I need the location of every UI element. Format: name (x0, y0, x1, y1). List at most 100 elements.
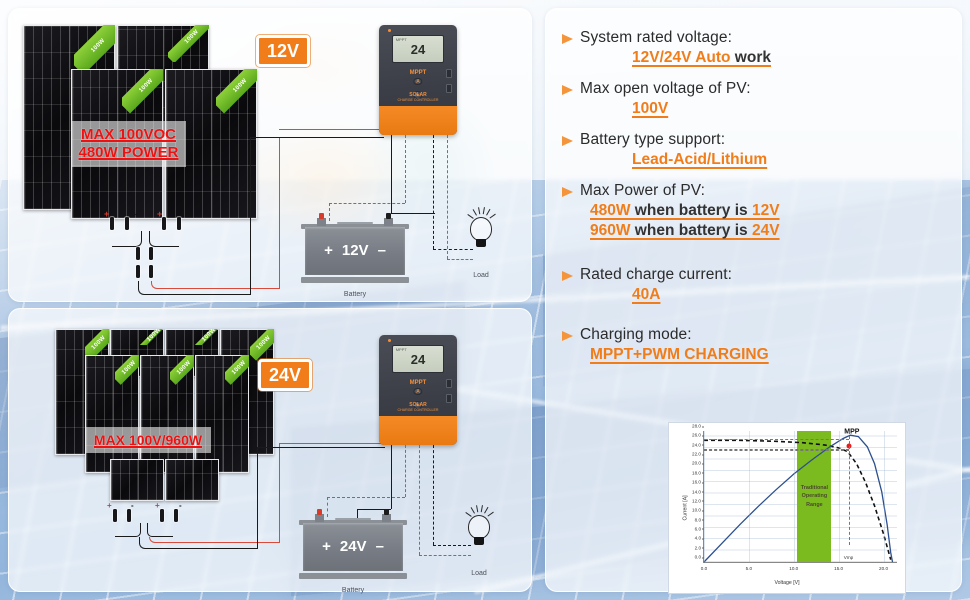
mc4-connector (149, 265, 153, 278)
spec-value: 40A (632, 286, 947, 304)
mc4-connector (177, 217, 181, 230)
wire-to-controller-positive (279, 129, 385, 130)
controller-button-menu[interactable]: ▸ (413, 401, 423, 409)
spec-label: Rated charge current: (580, 266, 733, 283)
panel-wattage-badge: 100W (167, 25, 209, 62)
wire-load-negative (433, 135, 434, 249)
polarity-minus: - (135, 209, 138, 219)
iv-curve-dashed (704, 440, 891, 559)
chart-mpp-marker (704, 449, 850, 451)
chart-y-tick: 26.0 (692, 432, 704, 438)
brand-line-2: CHARGE CONTROLLER (397, 98, 439, 103)
bullet-arrow-icon (562, 187, 573, 197)
battery-caption: Battery (343, 290, 367, 298)
mc4-connector (127, 509, 131, 522)
chart-gridline (748, 431, 750, 562)
mpp-label: MPP (844, 428, 860, 435)
wire-array-positive (151, 281, 279, 289)
battery-terminal-negative (382, 508, 391, 523)
charge-controller-24v[interactable]: MPPT 24 MPPT A ▸ SOLAR CHARGE CONTROLLER (379, 335, 457, 445)
polarity-plus: + (107, 501, 112, 510)
voltage-badge-12v: 12V (256, 35, 310, 67)
wire-to-controller-negative (250, 137, 251, 295)
battery-case: + 12V – (305, 227, 405, 275)
vmp-label: Vmp (843, 555, 854, 560)
chart-y-tick: 6.0 (694, 526, 705, 532)
battery-vent-strip (335, 517, 371, 521)
solar-panel (110, 459, 164, 501)
lcd-mode-text: MPPT (395, 37, 407, 43)
brand-line-2: CHARGE CONTROLLER (397, 408, 439, 413)
polarity-minus: - (179, 501, 182, 510)
diagram-card-24v: 100W 100W 100W 100W 100W 100W 100W (8, 308, 532, 594)
wire-load-positive (419, 445, 420, 555)
wire-to-controller-positive (279, 443, 280, 543)
wire-branch (147, 523, 173, 537)
battery-base (301, 277, 409, 283)
chart-y-tick: 14.0 (692, 489, 704, 494)
wire-load-positive (419, 555, 471, 556)
chart-vmp-line (848, 431, 850, 546)
bullet-arrow-icon (562, 271, 573, 281)
brand-line-1: SOLAR (409, 401, 427, 408)
spec-value: 100V (632, 100, 947, 118)
panel-wattage-badge: 100W (195, 329, 219, 345)
spec-label: Max open voltage of PV: (580, 80, 751, 97)
polarity-plus: + (104, 209, 110, 219)
battery-base (299, 573, 407, 579)
wire-array-negative (139, 537, 257, 549)
battery-lid (301, 224, 409, 230)
charge-controller-12v[interactable]: MPPT 24 MPPT A ▸ SOLAR CHARGE CONTROLLER (379, 25, 457, 135)
spec-value: 12V/24V Auto work (632, 49, 947, 67)
chart-gridline (793, 431, 795, 562)
polarity-minus: - (187, 209, 190, 219)
spec-label: System rated voltage: (580, 29, 733, 46)
wire-to-controller-negative (257, 447, 258, 549)
mc4-connector (125, 217, 129, 230)
wire-battery-positive (327, 497, 405, 498)
controller-button-a[interactable]: A (413, 387, 423, 396)
bullet-arrow-icon (562, 85, 573, 95)
battery-vent-strip (337, 221, 373, 225)
spec-value-text: when battery is (630, 202, 752, 219)
solar-panel: 100W (195, 355, 249, 473)
spec-value-main: 480W (590, 202, 631, 219)
controller-button-a[interactable]: A (413, 77, 423, 86)
array-rating-line2: 480W POWER (78, 144, 179, 161)
chart-y-tick: 24.0 (692, 442, 704, 448)
controller-branding: SOLAR CHARGE CONTROLLER (379, 402, 457, 414)
chart-y-tick: 0.0 (694, 554, 705, 560)
panel-wattage-badge: 100W (140, 329, 164, 345)
power-curve-solid (704, 435, 893, 562)
spec-item: Max open voltage of PV: 100V (562, 80, 947, 118)
chart-y-tick: 22.0 (692, 451, 704, 457)
chart-isc-dashed (704, 439, 850, 441)
battery-caption: Battery (341, 586, 365, 594)
wire-branch (115, 523, 141, 537)
spec-item: System rated voltage: 12V/24V Auto work (562, 29, 947, 67)
wire-array-negative (138, 281, 250, 295)
spec-value: 960W when battery is 24V (590, 222, 947, 240)
controller-port (446, 69, 453, 78)
panel-wattage-badge: 100W (225, 355, 249, 394)
panel-wattage-badge: 100W (121, 69, 163, 119)
battery-terminal-positive (317, 212, 326, 227)
mc4-connector (162, 217, 166, 230)
panel-wattage-badge: 100W (115, 355, 139, 394)
polarity-plus: + (155, 501, 160, 510)
wire-battery-positive (329, 203, 405, 204)
controller-button-menu[interactable]: ▸ (413, 91, 423, 99)
solar-panel: 100W (140, 355, 194, 473)
array-rating-overlay: MAX 100V/960W (85, 427, 211, 453)
wire-battery-negative (357, 509, 358, 523)
wire-array-positive (149, 537, 279, 543)
spec-heading: Max open voltage of PV: (562, 80, 947, 98)
load-lamp-12v: Load (457, 207, 505, 279)
spec-item: Charging mode:MPPT+PWM CHARGING (562, 326, 947, 364)
controller-port (446, 84, 453, 94)
wire-battery-positive (329, 203, 330, 221)
spec-heading: Max Power of PV: (562, 182, 947, 200)
